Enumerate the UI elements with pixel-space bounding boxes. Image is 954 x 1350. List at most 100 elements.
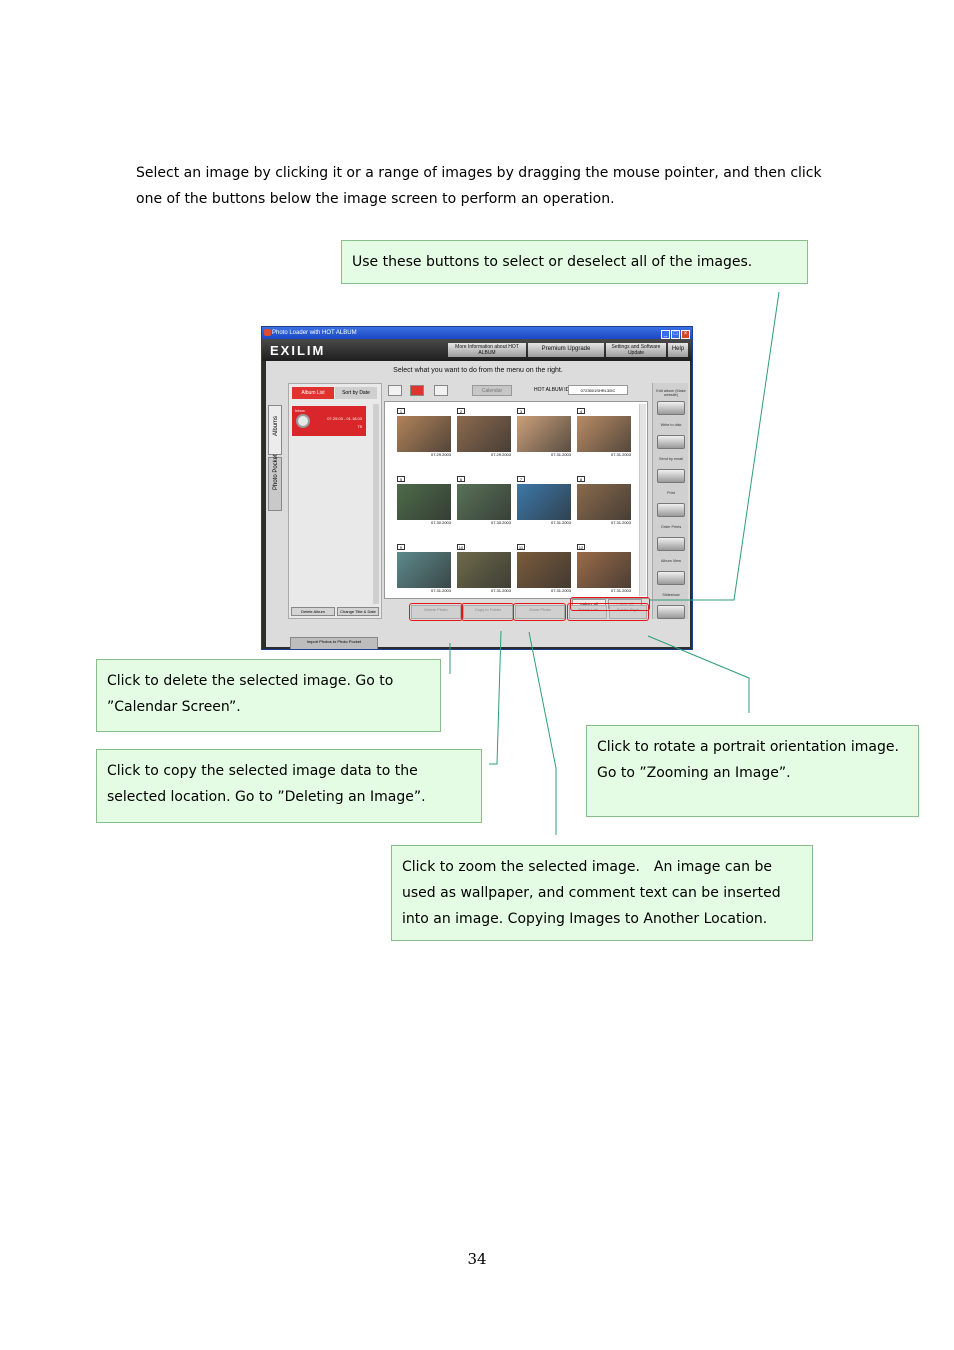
thumbnail-number: 4 [577, 408, 585, 414]
rotate-left-button[interactable]: Rotate Left [569, 605, 607, 619]
thumbnail-date: 07.31.2003 [610, 588, 631, 593]
settings-button[interactable]: Settings and Software Update [606, 343, 666, 357]
tab-photo-pocket[interactable]: Photo Pocket [268, 454, 282, 511]
action-menu-button[interactable] [657, 605, 685, 619]
album-id-value: 0723501SHRL30IC [568, 385, 628, 395]
action-menu-button[interactable] [657, 401, 685, 415]
action-menu-label: Album View [661, 559, 681, 563]
thumbnail-item[interactable]: 12 07.31.2003 [577, 544, 631, 593]
thumbnail-photo [517, 484, 571, 520]
view-large-button[interactable] [388, 385, 402, 396]
thumbnail-number: 2 [457, 408, 465, 414]
change-title-button[interactable]: Change Title & Date [337, 607, 379, 616]
calendar-button[interactable]: Calendar [472, 385, 512, 396]
close-icon[interactable]: × [681, 330, 690, 339]
action-menu-button[interactable] [657, 435, 685, 449]
highlight-zoom [513, 603, 566, 621]
thumbnail-date: 07.29.2003 [490, 452, 511, 457]
main-area: Select what you want to do from the menu… [266, 361, 690, 649]
thumbnail-photo [517, 416, 571, 452]
action-menu-label: Edit album (Make website) [656, 389, 686, 397]
thumbnail-photo [397, 552, 451, 588]
action-menu-button[interactable] [657, 503, 685, 517]
thumbnail-number: 9 [397, 544, 405, 550]
leader-zoom [528, 631, 557, 835]
thumbnail-date: 07.29.2003 [430, 452, 451, 457]
thumbnail-number: 5 [397, 476, 405, 482]
highlight-rotate [567, 603, 649, 621]
thumbnail-item[interactable]: 1 07.29.2003 [397, 408, 451, 457]
callout-select-all: Use these buttons to select or deselect … [341, 240, 808, 284]
thumbnail-date: 07.31.2003 [430, 588, 451, 593]
thumbnail-date: 07.31.2003 [610, 452, 631, 457]
thumbnail-item[interactable]: 2 07.29.2003 [457, 408, 511, 457]
view-small-button[interactable] [434, 385, 448, 396]
action-menu-button[interactable] [657, 537, 685, 551]
album-card-inbox[interactable]: Inbox 07.29.03 - 01.18.03 75 [292, 406, 366, 436]
album-count: 75 [357, 424, 362, 429]
leader-rotate [647, 635, 750, 713]
callout-rotate: Click to rotate a portrait orientation i… [586, 725, 919, 817]
maximize-icon[interactable]: □ [671, 330, 680, 339]
leader-copy [489, 630, 502, 765]
album-dates: 07.29.03 - 01.18.03 [327, 416, 362, 421]
callout-delete: Click to delete the selected image. Go t… [96, 659, 441, 732]
help-button[interactable]: Help [668, 343, 688, 357]
app-window: Photo Loader with HOT ALBUM _□× EXILIM M… [261, 326, 693, 650]
action-menu-label: Slideshow [662, 593, 680, 597]
view-toolbar: Calendar HOT ALBUM ID 0723501SHRL30IC [384, 383, 648, 397]
leader-select-all [650, 291, 780, 601]
app-icon [264, 329, 271, 336]
thumbnail-item[interactable]: 4 07.31.2003 [577, 408, 631, 457]
album-disc-icon [296, 414, 310, 428]
thumbnail-photo [397, 484, 451, 520]
thumbnail-photo [577, 484, 631, 520]
thumbnail-item[interactable]: 9 07.31.2003 [397, 544, 451, 593]
action-menu-button[interactable] [657, 469, 685, 483]
action-menu-label: Send by email [658, 457, 684, 461]
copy-to-folder-button[interactable]: Copy to Folder [463, 605, 513, 619]
tab-album-list[interactable]: Album List [292, 387, 334, 399]
thumbnail-item[interactable]: 10 07.31.2003 [457, 544, 511, 593]
highlight-delete [409, 603, 463, 621]
thumbnail-item[interactable]: 6 07.30.2003 [457, 476, 511, 525]
thumbnail-photo [577, 416, 631, 452]
thumbnail-number: 11 [517, 544, 525, 550]
thumbnail-photo [517, 552, 571, 588]
zoom-photo-button[interactable]: Zoom Photo [515, 605, 565, 619]
minimize-icon[interactable]: _ [661, 330, 670, 339]
thumbnail-number: 12 [577, 544, 585, 550]
thumbnail-photo [397, 416, 451, 452]
tab-albums[interactable]: Albums [268, 405, 282, 455]
thumbnail-number: 10 [457, 544, 465, 550]
premium-upgrade-button[interactable]: Premium Upgrade [528, 343, 604, 357]
delete-album-button[interactable]: Delete Album [291, 607, 335, 616]
app-header: EXILIM More Information about HOT ALBUM … [262, 339, 692, 361]
action-menu-button[interactable] [657, 571, 685, 585]
more-info-button[interactable]: More Information about HOT ALBUM [448, 343, 526, 357]
thumbnail-date: 07.31.2003 [490, 588, 511, 593]
view-medium-button[interactable] [410, 385, 424, 396]
thumbnail-number: 1 [397, 408, 405, 414]
tab-sort-by-date[interactable]: Sort by Date [335, 387, 377, 399]
intro-paragraph: Select an image by clicking it or a rang… [136, 165, 822, 207]
thumbnail-number: 6 [457, 476, 465, 482]
thumbnail-number: 3 [517, 408, 525, 414]
delete-photo-button[interactable]: Delete Photo [411, 605, 461, 619]
rotate-right-button[interactable]: Rotate Right [609, 605, 647, 619]
thumbnail-date: 07.31.2003 [610, 520, 631, 525]
album-list-panel: Album List Sort by Date Inbox 07.29.03 -… [288, 383, 382, 619]
grid-scrollbar[interactable] [639, 404, 646, 596]
thumbnail-date: 07.31.2003 [550, 588, 571, 593]
album-scrollbar[interactable] [373, 404, 379, 604]
import-photo-pocket-button[interactable]: Import Photos to Photo Pocket [290, 637, 378, 649]
thumbnail-item[interactable]: 11 07.31.2003 [517, 544, 571, 593]
thumbnail-date: 07.30.2003 [490, 520, 511, 525]
